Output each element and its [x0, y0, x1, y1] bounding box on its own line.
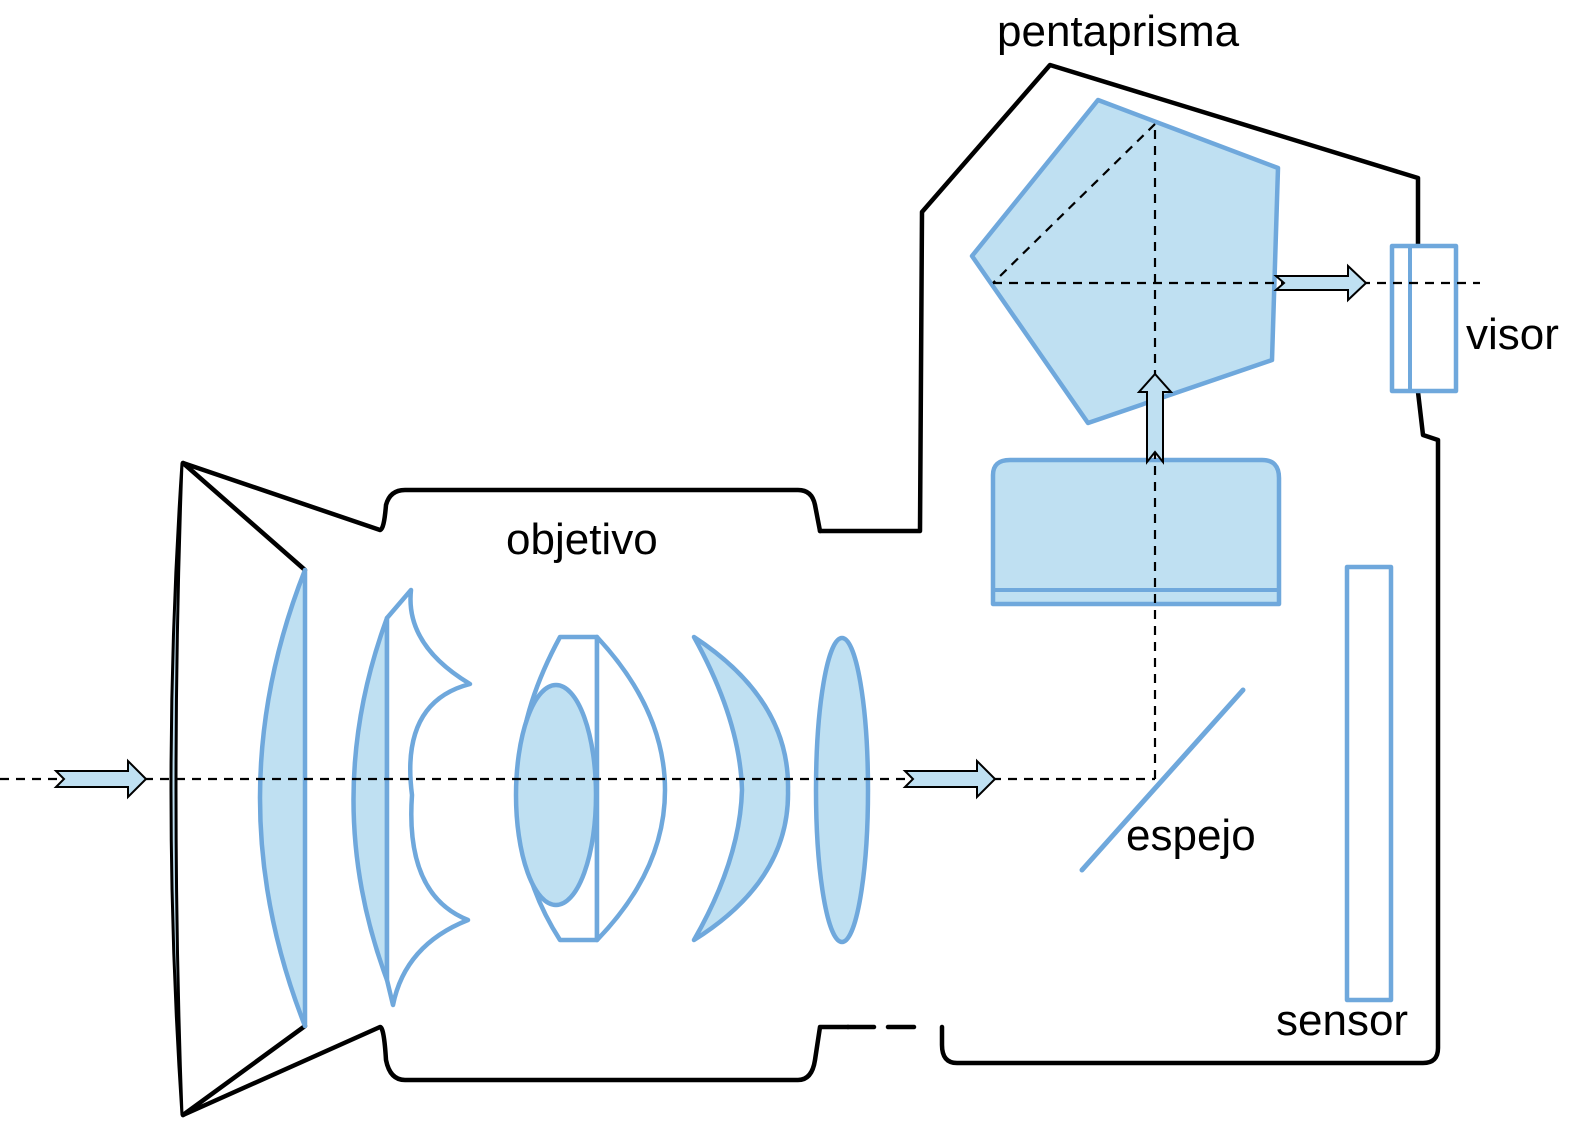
lens-element-4-rear — [594, 634, 668, 943]
mirror-element — [1079, 687, 1246, 873]
lens-element-1 — [257, 567, 308, 1029]
lens-barrel-outline — [180, 460, 851, 1118]
camera-body-outline — [180, 62, 1441, 1118]
arrow-incoming — [53, 758, 148, 800]
sensor-plate — [1344, 564, 1394, 1003]
label-sensor: sensor — [1276, 996, 1408, 1045]
label-viewfinder: visor — [1466, 310, 1559, 359]
lens-element-2 — [351, 615, 390, 983]
lens-element-5 — [691, 634, 791, 943]
lens-element-6 — [813, 635, 871, 945]
ray-prism-diagonal — [992, 123, 1156, 284]
arrow-up-to-prism — [1136, 372, 1174, 465]
body-top-outline — [817, 62, 1441, 1066]
lens-hood-upper — [180, 460, 308, 573]
labels: pentaprisma visor objetivo espejo sensor — [506, 7, 1559, 1045]
lens-element-4-core — [513, 682, 599, 908]
viewfinder-outer — [1389, 243, 1459, 394]
lens-element-3 — [384, 587, 473, 1008]
focusing-screen-block — [990, 457, 1282, 607]
label-mirror: espejo — [1126, 811, 1256, 860]
viewfinder-eyepiece — [1389, 243, 1459, 394]
label-lens: objetivo — [506, 515, 658, 564]
lens-hood-lower — [180, 1023, 308, 1118]
lens-elements — [257, 567, 871, 1029]
pentaprism-shape — [969, 97, 1281, 426]
light-arrows — [53, 263, 1368, 800]
arrow-through-lens — [902, 758, 997, 800]
arrow-to-viewfinder — [1273, 263, 1368, 303]
front-glass — [169, 462, 184, 1116]
label-pentaprism: pentaprisma — [997, 7, 1240, 56]
focusing-screen — [990, 457, 1282, 607]
